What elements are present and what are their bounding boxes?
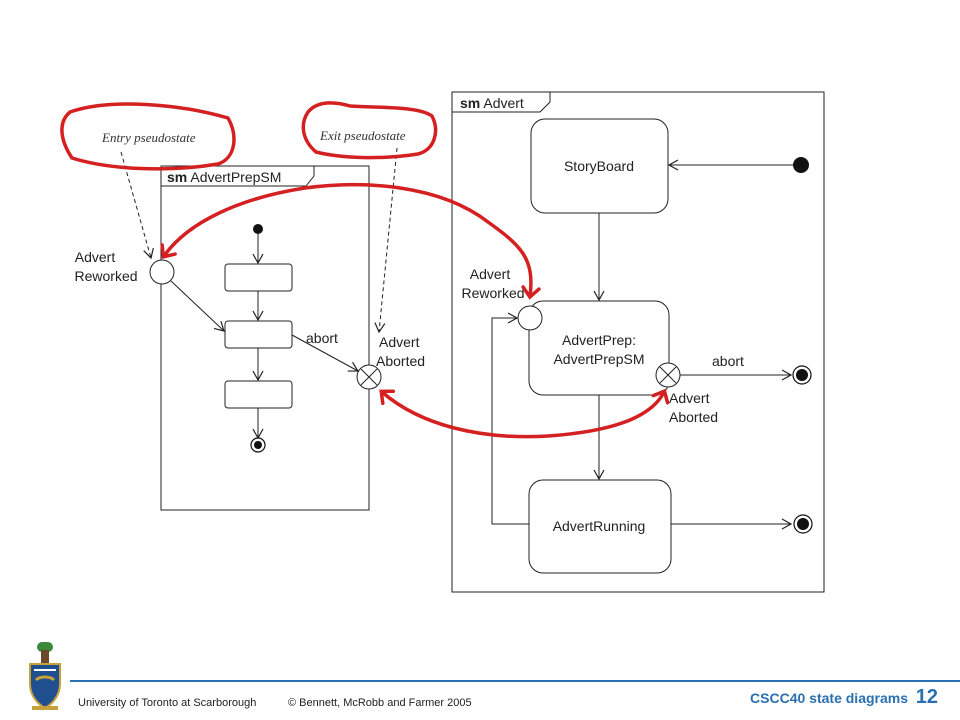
inner-state-3 — [224, 380, 293, 409]
advert-prep-label-line1: AdvertPrep: — [562, 332, 636, 348]
exit-note-connector — [374, 147, 398, 334]
footer-divider — [70, 680, 960, 682]
exit-note-highlight — [301, 101, 438, 160]
inner-final-state — [250, 437, 266, 453]
advert-sm-frame-title: sm Advert — [460, 95, 524, 111]
inner-state-2 — [224, 320, 293, 349]
advert-prep-entry-point — [517, 305, 543, 331]
inner-state-1 — [224, 263, 293, 292]
inner-initial-state — [253, 224, 263, 234]
inner-exit-label-line2: Aborted — [376, 353, 425, 369]
exit-pseudostate — [356, 364, 382, 390]
outer-entry-label-line1: Advert — [470, 266, 511, 282]
entry-note-connector — [120, 151, 154, 260]
exit-mapping-arrow — [379, 388, 670, 439]
footer-copyright: © Bennett, McRobb and Farmer 2005 — [288, 697, 472, 709]
advert-prep-exit-point — [655, 362, 681, 388]
inner-exit-label-line1: Advert — [379, 334, 420, 350]
outer-exit-label-line2: Aborted — [669, 409, 718, 425]
abort-transition-inner — [291, 334, 360, 372]
storyboard-label: StoryBoard — [564, 158, 634, 174]
inner-entry-label-line2: Reworked — [74, 268, 137, 284]
advert-sm-frame: sm Advert — [451, 91, 825, 593]
entry-pseudostate — [149, 259, 175, 285]
entry-pseudostate-note: Entry pseudostate — [101, 130, 196, 145]
university-crest-logo — [24, 640, 66, 717]
outer-entry-label-line2: Reworked — [461, 285, 524, 301]
entry-mapping-arrow — [160, 182, 541, 300]
outer-abort-label: abort — [712, 353, 744, 369]
footer-course-title: CSCC40 state diagrams — [750, 690, 908, 706]
entry-note-highlight — [60, 102, 236, 171]
advert-prep-sm-frame-title: sm AdvertPrepSM — [167, 169, 281, 185]
advert-final-state — [793, 514, 813, 534]
advert-running-label: AdvertRunning — [553, 518, 646, 534]
footer-university: University of Toronto at Scarborough — [78, 697, 257, 709]
rework-transition — [491, 312, 529, 525]
entry-transition — [170, 280, 225, 332]
advert-prep-sm-frame: sm AdvertPrepSM — [160, 165, 370, 511]
advert-initial-state — [793, 157, 809, 173]
advert-prep-label-line2: AdvertPrepSM — [553, 351, 644, 367]
exit-pseudostate-note: Exit pseudostate — [319, 128, 406, 143]
slide-number: 12 — [915, 686, 938, 708]
advert-prep-state — [528, 300, 670, 396]
inner-abort-label: abort — [306, 330, 338, 346]
inner-entry-label-line1: Advert — [75, 249, 116, 265]
advert-aborted-final-state — [792, 365, 812, 385]
advert-running-state — [528, 479, 672, 574]
outer-exit-label-line1: Advert — [669, 390, 710, 406]
